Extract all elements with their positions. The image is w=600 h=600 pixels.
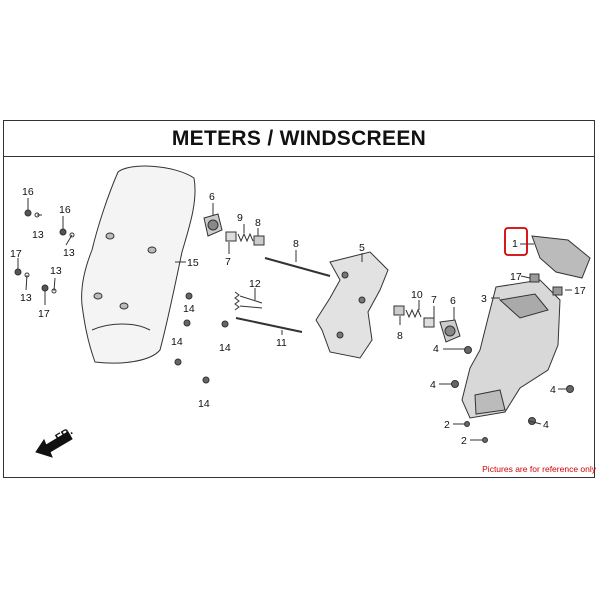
callout-11: 11 [276, 337, 287, 349]
callout-17: 17 [510, 271, 522, 283]
callout-12: 12 [249, 278, 261, 290]
callout-7: 7 [225, 256, 231, 268]
callout-16: 16 [22, 186, 34, 198]
callout-4: 4 [550, 384, 556, 396]
callout-13: 13 [32, 229, 44, 241]
callout-2: 2 [444, 419, 450, 431]
callout-4: 4 [543, 419, 549, 431]
callout-5: 5 [359, 242, 365, 254]
callout-9: 8 [293, 238, 299, 250]
callout-6: 6 [209, 191, 215, 203]
title-band: METERS / WINDSCREEN [4, 121, 594, 157]
callout-8: 8 [255, 217, 261, 229]
callout-10: 10 [411, 289, 423, 301]
callout-6: 6 [450, 295, 456, 307]
callout-14: 14 [171, 336, 183, 348]
callout-16: 17 [38, 308, 50, 320]
callout-13: 13 [50, 265, 62, 277]
callout-14: 14 [198, 398, 210, 410]
direction-label: FR. [54, 425, 75, 444]
callout-1: 1 [512, 238, 518, 250]
callout-17: 17 [574, 285, 586, 297]
diagram-title: METERS / WINDSCREEN [171, 126, 427, 150]
callout-3: 3 [481, 293, 487, 305]
callout-10: 9 [237, 212, 243, 224]
callout-15: 15 [187, 257, 199, 269]
callout-4: 4 [433, 343, 439, 355]
windscreen [81, 165, 196, 364]
callout-16: 16 [59, 204, 71, 216]
callout-4: 4 [430, 379, 436, 391]
reference-note: Pictures are for reference only [482, 464, 596, 474]
callout-2: 2 [461, 435, 467, 447]
callout-14: 14 [219, 342, 231, 354]
callout-13: 13 [63, 247, 75, 259]
callout-8: 8 [397, 330, 403, 342]
callout-13: 13 [20, 292, 32, 304]
callout-7: 7 [431, 294, 437, 306]
callout-16: 17 [10, 248, 22, 260]
callout-14: 14 [183, 303, 195, 315]
meter-housing [461, 279, 561, 419]
bracket [315, 251, 389, 359]
meter-unit [531, 235, 591, 279]
